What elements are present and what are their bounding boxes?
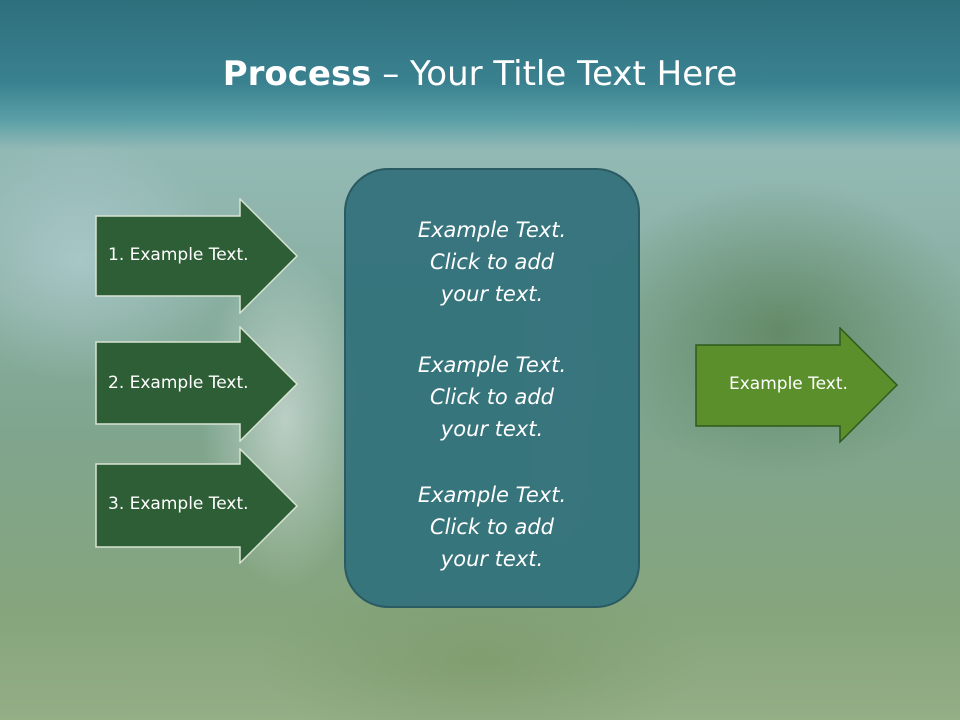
arrow-right-shape bbox=[95, 448, 299, 564]
arrow-right-shape bbox=[95, 326, 299, 442]
slide-title[interactable]: Process – Your Title Text Here bbox=[0, 52, 960, 96]
title-bold: Process bbox=[222, 54, 372, 94]
center-text-box[interactable]: Example Text. Click to add your text. Ex… bbox=[344, 168, 640, 608]
center-text-block-1: Example Text. Click to add your text. bbox=[417, 218, 567, 306]
left-arrow-2[interactable]: 2. Example Text. bbox=[95, 326, 299, 442]
left-arrow-1[interactable]: 1. Example Text. bbox=[95, 198, 299, 314]
title-rest: – Your Title Text Here bbox=[371, 54, 738, 94]
left-arrow-2-label: 2. Example Text. bbox=[108, 373, 249, 393]
center-text-block-2: Example Text. Click to add your text. bbox=[417, 353, 567, 441]
arrow-right-shape bbox=[695, 327, 899, 444]
left-arrow-3-label: 3. Example Text. bbox=[108, 494, 249, 514]
right-arrow[interactable]: Example Text. bbox=[695, 327, 899, 444]
center-text-block-3: Example Text. Click to add your text. bbox=[417, 483, 567, 571]
left-arrow-3[interactable]: 3. Example Text. bbox=[95, 448, 299, 564]
left-arrow-1-label: 1. Example Text. bbox=[108, 245, 249, 265]
right-arrow-label: Example Text. bbox=[729, 374, 848, 394]
title-band bbox=[0, 0, 960, 150]
arrow-right-shape bbox=[95, 198, 299, 314]
